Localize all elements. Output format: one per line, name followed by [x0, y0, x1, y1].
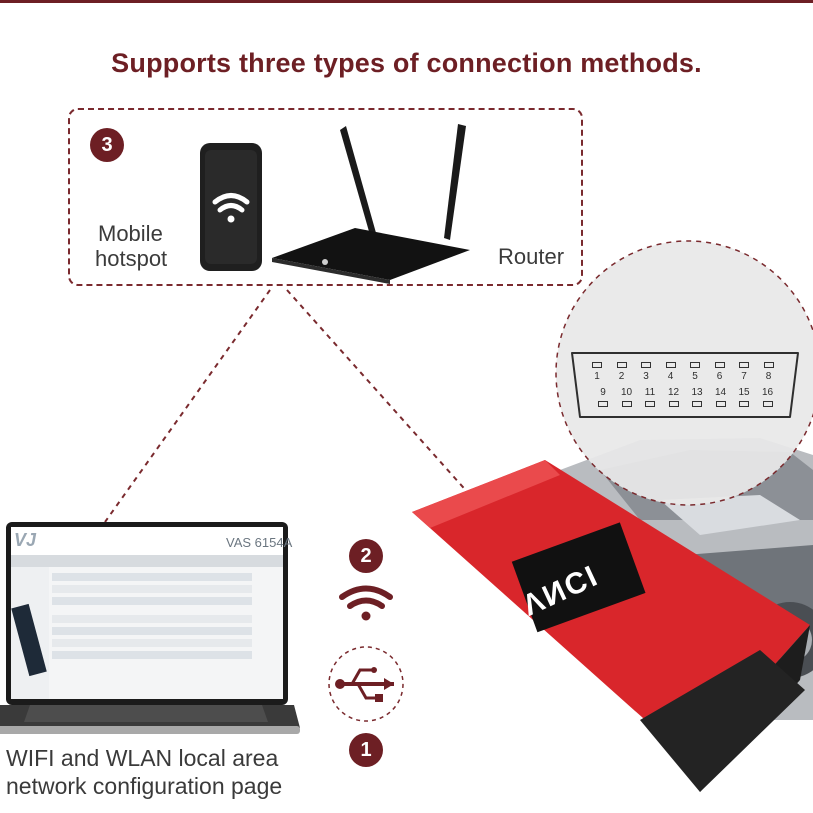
- obd-pin-12: [668, 401, 679, 407]
- obd-pin-15: [739, 401, 749, 407]
- router-label: Router: [498, 244, 565, 269]
- obd-pin-label: 9: [600, 387, 606, 398]
- obd-pin-label: 10: [620, 387, 633, 398]
- obd-pin-label: 2: [618, 371, 625, 382]
- obd-pin-1: [592, 362, 602, 368]
- obd-pin-label: 3: [643, 371, 649, 382]
- bottom-caption: WIFI and WLAN local area network configu…: [6, 744, 282, 800]
- obd-pin-label: 13: [691, 387, 703, 398]
- phone-icon: [200, 143, 262, 271]
- obd-pin-label: 11: [644, 387, 656, 398]
- obd-pin-9: [598, 401, 608, 407]
- vnci-device: [412, 460, 810, 792]
- obd-pin-10: [621, 401, 632, 407]
- badge-1: 1: [349, 733, 383, 767]
- caption-line-2: network configuration page: [6, 773, 283, 799]
- obd-pin-11: [645, 401, 655, 407]
- obd-pin-2: [616, 362, 627, 368]
- laptop-screen-title: VAS 6154A: [226, 535, 293, 550]
- laptop-logo: VJ: [14, 530, 37, 550]
- badge-3: 3: [90, 128, 124, 162]
- caption-line-1: WIFI and WLAN local area: [6, 745, 279, 771]
- wifi-connection-box: [68, 108, 583, 286]
- page-headline: Supports three types of connection metho…: [111, 48, 702, 78]
- mobile-hotspot-label-line2: hotspot: [95, 246, 168, 271]
- obd-pin-7: [739, 362, 749, 368]
- laptop-icon: [0, 522, 300, 734]
- badge-2: 2: [349, 539, 383, 573]
- connection-lines: [104, 289, 471, 523]
- obd-pin-label: 4: [667, 371, 674, 382]
- obd-pin-label: 1: [594, 371, 600, 382]
- obd-pin-5: [690, 362, 700, 368]
- obd-pin-4: [665, 362, 676, 368]
- obd-pin-label: 7: [741, 371, 747, 382]
- obd-pin-label: 12: [667, 387, 680, 398]
- usb-icon: [328, 646, 404, 722]
- obd-pin-label: 16: [761, 387, 774, 398]
- obd-pin-13: [692, 401, 702, 407]
- obd-pin-label: 8: [765, 371, 772, 382]
- obd-pin-label: 5: [692, 371, 698, 382]
- obd-pin-8: [763, 362, 774, 368]
- obd-pin-14: [715, 401, 726, 407]
- obd-pin-6: [714, 362, 725, 368]
- obd-connector-icon: [555, 240, 813, 506]
- obd-pin-label: 14: [714, 387, 727, 398]
- obd-pin-label: 6: [716, 371, 723, 382]
- obd-pin-16: [762, 401, 773, 407]
- router-icon: [272, 124, 470, 284]
- obd-pin-3: [641, 362, 651, 368]
- mobile-hotspot-label-line1: Mobile: [98, 221, 163, 246]
- top-rule: [0, 0, 813, 3]
- obd-pin-label: 15: [738, 387, 750, 398]
- wifi-icon: [339, 585, 393, 621]
